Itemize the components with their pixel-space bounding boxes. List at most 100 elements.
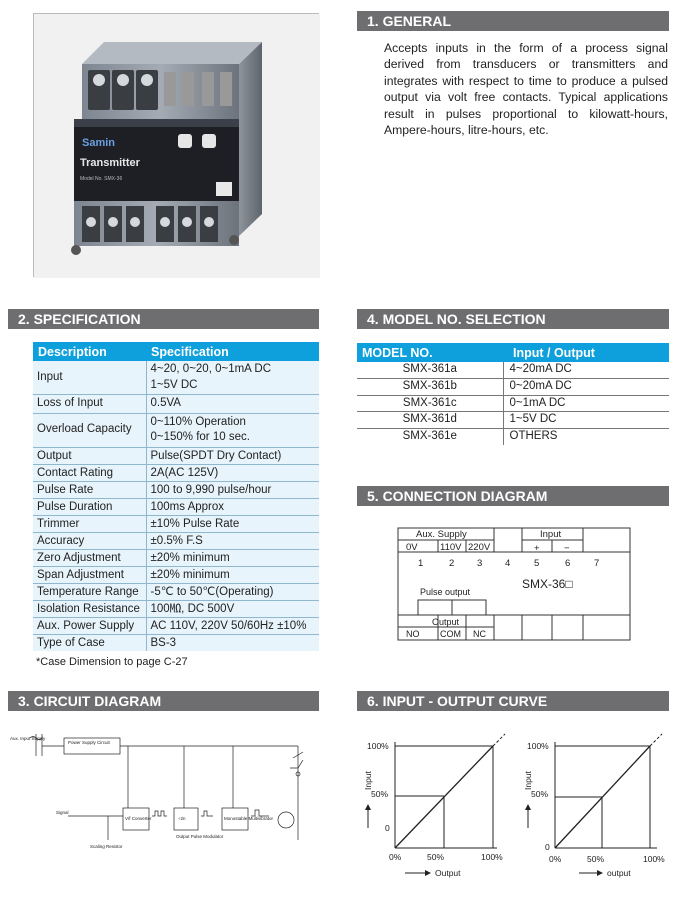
right-y-tick-50: 50% — [531, 789, 548, 799]
circuit-div-label: ÷2n — [178, 816, 186, 821]
right-x-tick-0: 0% — [549, 854, 562, 864]
spec-title: 2. SPECIFICATION — [8, 309, 319, 329]
spec-desc: Output — [33, 447, 147, 465]
conn-com-label: COM — [440, 629, 461, 639]
left-dashed-extension — [492, 733, 506, 747]
conn-plus-label: + — [534, 543, 540, 554]
product-name-label: Transmitter — [80, 157, 141, 169]
model-no: SMX-361d — [357, 411, 504, 429]
curve-title: 6. INPUT - OUTPUT CURVE — [357, 691, 669, 711]
left-y-tick-100: 100% — [367, 741, 389, 751]
model-no: SMX-361a — [357, 362, 504, 379]
conn-pulse-output-label: Pulse output — [420, 587, 471, 597]
circuit-diagram: Aux. Input Supply Power Supply Circuit S… — [10, 734, 304, 849]
general-description: Accepts inputs in the form of a process … — [384, 41, 668, 138]
io-curve-charts: 100% 50% 0 0% 50% 100% Input Output 100%… — [363, 733, 665, 878]
left-x-tick-0: 0% — [389, 852, 402, 862]
left-y-tick-0: 0 — [385, 823, 390, 833]
brand-logo: Samin — [82, 137, 115, 149]
model-io: 0~20mA DC — [503, 378, 669, 396]
model-io: 1~5V DC — [503, 411, 669, 429]
spec-value: 100 to 9,990 pulse/hour — [146, 481, 319, 499]
spec-value: ±0.5% F.S — [146, 532, 319, 550]
spec-value: -5℃ to 50℃(Operating) — [146, 583, 319, 601]
circuit-title: 3. CIRCUIT DIAGRAM — [8, 691, 319, 711]
conn-output-label: Output — [432, 617, 460, 627]
spec-value: 100㏁, DC 500V — [146, 600, 319, 618]
table-row: Accuracy±0.5% F.S — [33, 532, 319, 550]
conn-model-label: SMX-36□ — [522, 577, 573, 591]
right-y-tick-100: 100% — [527, 741, 549, 751]
left-x-title: Output — [435, 868, 461, 878]
spec-desc: Zero Adjustment — [33, 549, 147, 567]
left-y-title: Input — [363, 770, 373, 790]
io-curve-right: 100% 50% 0 0% 50% 100% Input output — [523, 733, 665, 878]
right-io-line — [554, 745, 651, 849]
spec-desc: Aux. Power Supply — [33, 617, 147, 635]
right-y-title: Input — [523, 770, 533, 790]
conn-input-label: Input — [540, 529, 561, 540]
spec-value: 100ms Approx — [146, 498, 319, 516]
table-row: Span Adjustment±20% minimum — [33, 566, 319, 584]
circuit-vf-label: V/f Converter — [125, 816, 152, 821]
conn-0v-label: 0V — [406, 542, 418, 553]
spec-value: 0.5VA — [146, 394, 319, 414]
spec-desc: Span Adjustment — [33, 566, 147, 584]
left-x-tick-100: 100% — [481, 852, 503, 862]
spec-desc: Contact Rating — [33, 464, 147, 482]
circuit-signal-label: Signal — [56, 810, 69, 815]
spec-desc: Pulse Rate — [33, 481, 147, 499]
conn-minus-label: − — [564, 543, 570, 554]
right-x-tick-50: 50% — [587, 854, 604, 864]
terminal-3: 3 — [477, 558, 482, 569]
io-curve-left: 100% 50% 0 0% 50% 100% Input Output — [363, 733, 506, 878]
circuit-output-pulse-label: Output Pulse Modulator — [176, 834, 224, 839]
spec-header-specification: Specification — [146, 342, 319, 361]
conn-aux-supply-label: Aux. Supply — [416, 529, 467, 540]
spec-header-description: Description — [33, 342, 146, 361]
table-row: Temperature Range-5℃ to 50℃(Operating) — [33, 583, 319, 601]
left-io-line — [394, 745, 494, 849]
model-no: SMX-361c — [357, 395, 504, 412]
spec-value: AC 110V, 220V 50/60Hz ±10% — [146, 617, 319, 635]
table-row: Zero Adjustment±20% minimum — [33, 549, 319, 567]
spec-value: ±10% Pulse Rate — [146, 515, 319, 533]
spec-desc: Trimmer — [33, 515, 147, 533]
right-x-tick-100: 100% — [643, 854, 665, 864]
circuit-mono-label: Monostable Multivibrator — [224, 816, 274, 821]
spec-value: BS-3 — [146, 634, 319, 651]
spec-desc: Accuracy — [33, 532, 147, 550]
terminal-7: 7 — [594, 558, 599, 569]
model-title: 4. MODEL NO. SELECTION — [357, 309, 669, 329]
model-no: SMX-361e — [357, 428, 504, 445]
terminal-2: 2 — [449, 558, 454, 569]
circuit-power-supply-label: Power Supply Circuit — [68, 740, 111, 745]
connection-diagram: Aux. Supply Input 0V 110V 220V + − 1 2 3… — [397, 527, 631, 641]
product-photo: Samin Transmitter Model No. SMX-36 — [33, 13, 320, 278]
conn-220v-label: 220V — [468, 542, 491, 553]
spec-desc: Overload Capacity — [33, 413, 147, 448]
spec-desc: Temperature Range — [33, 583, 147, 601]
model-no: SMX-361b — [357, 378, 504, 396]
spec-value: Pulse(SPDT Dry Contact) — [146, 447, 319, 465]
general-title: 1. GENERAL — [357, 11, 669, 31]
connection-title: 5. CONNECTION DIAGRAM — [357, 486, 669, 506]
conn-110v-label: 110V — [440, 542, 462, 553]
model-header-io: Input / Output — [503, 343, 669, 362]
circuit-aux-input-label: Aux. Input Supply — [10, 736, 46, 741]
right-y-tick-0: 0 — [545, 842, 550, 852]
spec-value: ±20% minimum — [146, 549, 319, 567]
spec-desc: Loss of Input — [33, 394, 147, 414]
